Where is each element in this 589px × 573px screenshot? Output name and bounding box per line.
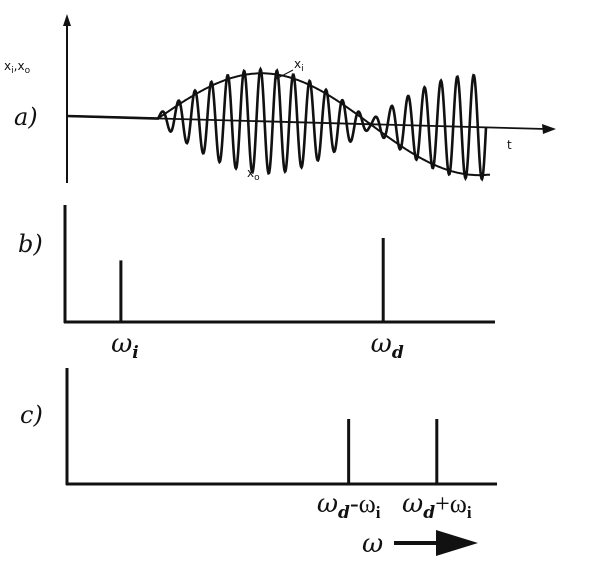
spectral-label-omega-d: ωd <box>371 329 404 363</box>
xi-label-leader <box>273 69 294 81</box>
xo-label: xo <box>247 166 260 183</box>
spectral-label-omega-d-plus-omega-i: ωd+ωi <box>402 489 472 523</box>
xi-label: xi <box>294 57 304 74</box>
omega-arrow-head <box>436 530 478 556</box>
panel-a-time-axis-arrow <box>542 124 556 134</box>
panel-a-y-axis-arrow <box>63 14 71 26</box>
panel-a: a) xi,xo t xi xo <box>4 14 556 183</box>
panel-a-label: a) <box>14 103 38 131</box>
omega-axis-label: ω <box>362 529 383 559</box>
omega-direction: ω <box>362 529 478 559</box>
panel-a-y-axis-label: xi,xo <box>4 59 31 76</box>
xo-oscillation-curve <box>66 66 488 182</box>
panel-c-label: c) <box>20 401 43 429</box>
panel-a-t-label: t <box>507 138 512 152</box>
panel-c: c) ωd-ωi ωd+ωi <box>20 368 497 523</box>
spectral-label-omega-d-minus-omega-i: ωd-ωi <box>317 489 381 523</box>
panel-b: b) ωi ωd <box>18 205 495 363</box>
spectral-label-omega-i: ωi <box>111 329 139 363</box>
panel-b-label: b) <box>18 230 43 258</box>
